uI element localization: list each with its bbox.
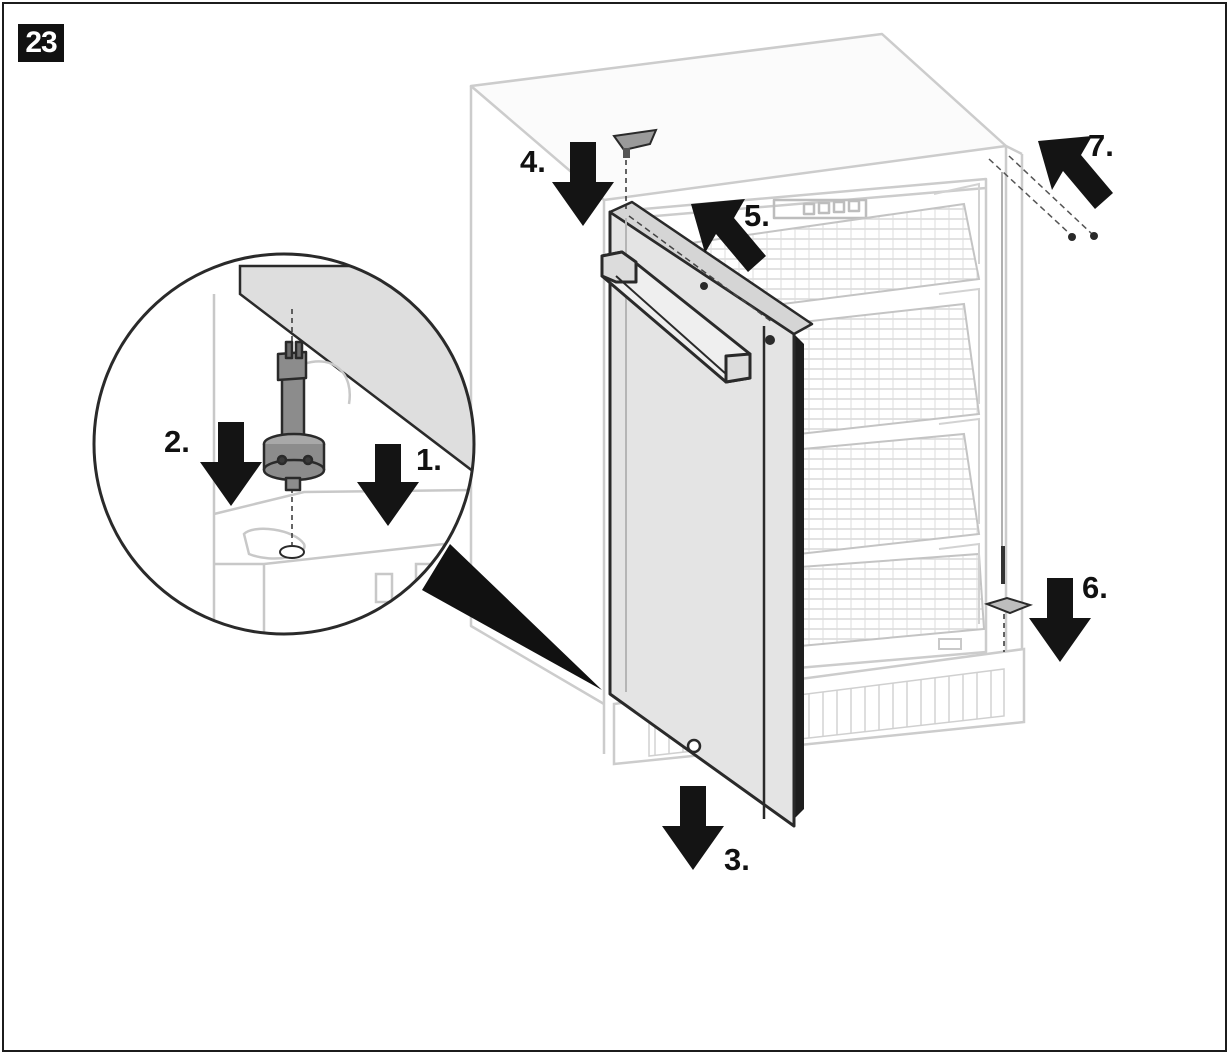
step-label-4: 4. <box>520 144 546 179</box>
arrow-step-6 <box>1029 578 1091 662</box>
bottom-hinge-bracket <box>983 172 1034 652</box>
top-hinge-bracket <box>612 128 658 209</box>
step-label-3: 3. <box>724 842 750 877</box>
step-label-6: 6. <box>1082 570 1108 605</box>
arrow-step-5 <box>691 199 766 272</box>
door-handle <box>600 250 752 384</box>
arrow-step-1 <box>357 444 419 526</box>
hinge-pin <box>262 340 326 492</box>
step-number-badge: 23 <box>18 24 64 62</box>
fridge-cabinet <box>469 32 1024 754</box>
arrow-step-4 <box>552 142 614 226</box>
arrow-step-2 <box>200 422 262 506</box>
top-screws <box>988 155 1098 241</box>
step-label-7: 7. <box>1088 128 1114 163</box>
step-label-1: 1. <box>416 442 442 477</box>
zoom-pointer <box>422 544 602 690</box>
arrow-step-7 <box>1038 136 1113 209</box>
zoom-detail <box>92 252 476 636</box>
arrows <box>200 136 1113 870</box>
step-label-2: 2. <box>164 424 190 459</box>
illustration: 1. 2. 3. 4. 5. 6. 7. <box>92 32 1114 877</box>
step-label-5: 5. <box>744 198 770 233</box>
arrow-step-3 <box>662 786 724 870</box>
